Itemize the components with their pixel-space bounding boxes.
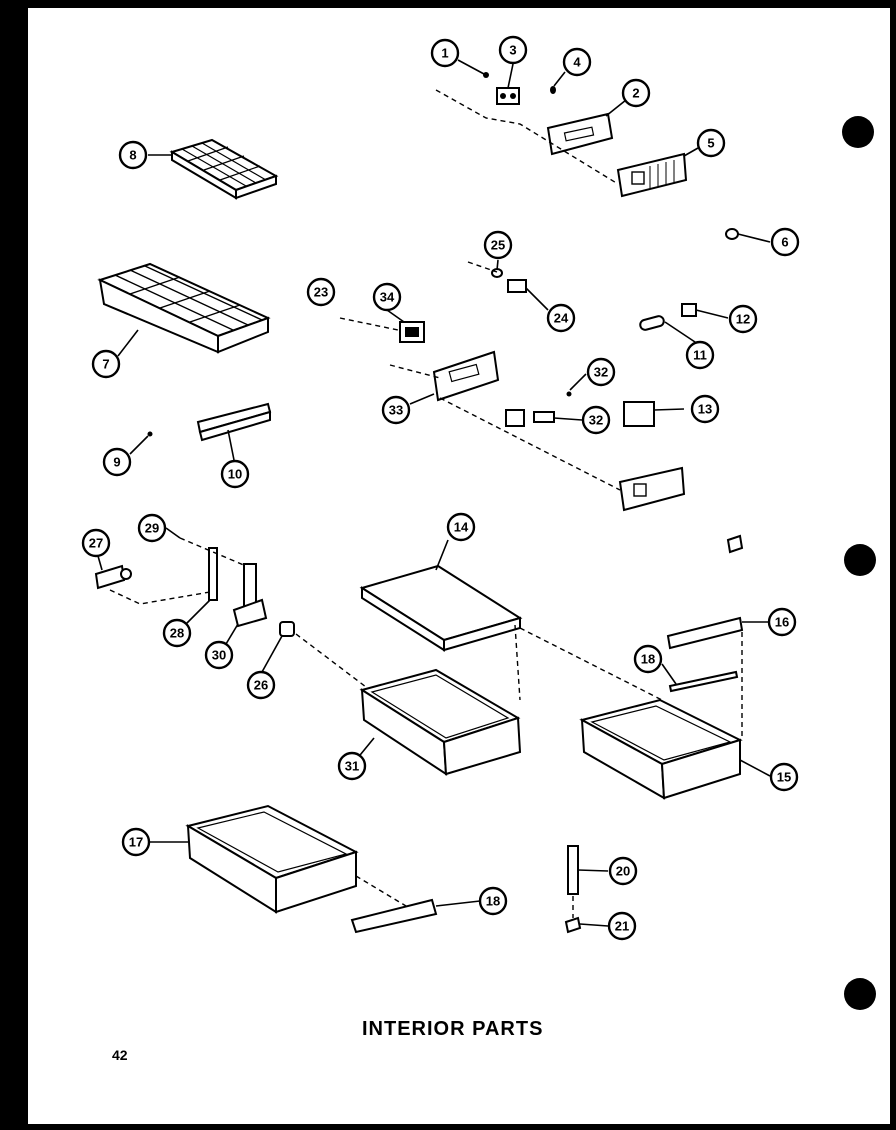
part-7-ice-rack <box>97 262 271 354</box>
svg-text:26: 26 <box>254 678 268 693</box>
callout-8: 8 <box>118 140 148 170</box>
svg-text:24: 24 <box>554 311 569 326</box>
callout-12: 12 <box>728 304 758 334</box>
svg-text:16: 16 <box>775 615 789 630</box>
callout-27: 28 <box>162 618 192 648</box>
part-30-pan <box>359 668 522 776</box>
callout-18b: 18 <box>478 886 508 916</box>
part-18-handle <box>350 898 438 934</box>
middle-assembly <box>339 261 697 512</box>
binder-hole-middle <box>844 544 876 576</box>
part-18-strip <box>668 670 739 693</box>
page-title: INTERIOR PARTS <box>362 1018 544 1040</box>
dash-guide <box>355 875 407 907</box>
svg-text:30: 30 <box>212 648 226 663</box>
part-bottom-knob <box>726 534 744 554</box>
callout-21: 21 <box>607 911 637 941</box>
svg-text:33: 33 <box>389 403 403 418</box>
callout-1: 1 <box>430 38 460 68</box>
callout-3: 3 <box>498 35 528 65</box>
part-17-pan <box>185 804 359 914</box>
svg-text:29: 29 <box>145 521 159 536</box>
callout-28: 29 <box>137 513 167 543</box>
svg-text:25: 25 <box>491 238 505 253</box>
svg-text:6: 6 <box>781 235 788 250</box>
callout-9: 9 <box>102 447 132 477</box>
callout-17: 17 <box>121 827 151 857</box>
callout-33: 33 <box>381 395 411 425</box>
svg-text:2: 2 <box>632 86 639 101</box>
callout-31: 32 <box>586 357 616 387</box>
svg-text:10: 10 <box>228 467 242 482</box>
svg-text:17: 17 <box>129 835 143 850</box>
part-9-screw <box>147 431 153 437</box>
svg-text:18: 18 <box>641 652 655 667</box>
part-16-handle <box>666 616 744 650</box>
svg-text:34: 34 <box>380 290 395 305</box>
callout-11: 11 <box>685 340 715 370</box>
svg-text:18: 18 <box>486 894 500 909</box>
svg-text:12: 12 <box>736 312 750 327</box>
binder-hole-bottom <box>844 978 876 1010</box>
callout-25: 26 <box>246 670 276 700</box>
svg-text:1: 1 <box>441 46 448 61</box>
svg-text:15: 15 <box>777 770 791 785</box>
part-6-knob <box>725 228 739 240</box>
svg-text:32: 32 <box>594 365 608 380</box>
svg-text:21: 21 <box>615 919 629 934</box>
svg-text:23: 23 <box>314 285 328 300</box>
dash-guide <box>514 624 521 701</box>
svg-text:28: 28 <box>170 626 184 641</box>
callout-34: 34 <box>372 282 402 312</box>
svg-text:27: 27 <box>89 536 103 551</box>
exploded-parts-diagram: 1 3 4 2 5 6 8 7 9 10 25 23 34 24 12 11 3… <box>81 35 800 941</box>
callout-23: 24 <box>546 303 576 333</box>
callout-10: 10 <box>220 459 250 489</box>
callout-6: 6 <box>770 227 800 257</box>
part-20-bar <box>567 845 579 895</box>
callout-14: 14 <box>446 512 476 542</box>
svg-text:5: 5 <box>707 136 714 151</box>
part-8-ice-tray <box>169 138 279 200</box>
callout-16: 16 <box>767 607 797 637</box>
callout-15: 15 <box>769 762 799 792</box>
callout-7: 7 <box>91 349 121 379</box>
svg-text:32: 32 <box>589 413 603 428</box>
leader-lines <box>97 59 771 927</box>
page-number: 42 <box>112 1047 128 1063</box>
svg-text:20: 20 <box>616 864 630 879</box>
callout-20: 20 <box>608 856 638 886</box>
part-10-rail <box>196 402 272 442</box>
callout-18a: 18 <box>633 644 663 674</box>
callout-32: 32 <box>581 405 611 435</box>
callout-30: 31 <box>337 751 367 781</box>
callout-26: 27 <box>81 528 111 558</box>
part-14-cover <box>359 564 523 652</box>
callout-2: 2 <box>621 78 651 108</box>
svg-text:14: 14 <box>454 520 469 535</box>
callout-22: 23 <box>306 277 336 307</box>
svg-text:4: 4 <box>573 55 581 70</box>
svg-text:3: 3 <box>509 43 516 58</box>
svg-text:31: 31 <box>345 759 359 774</box>
callout-24: 25 <box>483 230 513 260</box>
callout-5: 5 <box>696 128 726 158</box>
parts-sheet: 1 3 4 2 5 6 8 7 9 10 25 23 34 24 12 11 3… <box>28 8 890 1124</box>
callout-29: 30 <box>204 640 234 670</box>
part-21-clip <box>564 916 582 934</box>
callout-4: 4 <box>562 47 592 77</box>
svg-text:9: 9 <box>113 455 120 470</box>
left-bracket-assembly <box>94 537 371 691</box>
callout-13: 13 <box>690 394 720 424</box>
binder-hole-top <box>842 116 874 148</box>
svg-text:7: 7 <box>102 357 109 372</box>
svg-text:11: 11 <box>693 348 707 363</box>
part-15-pan <box>579 698 743 800</box>
svg-text:8: 8 <box>129 148 136 163</box>
svg-text:13: 13 <box>698 402 712 417</box>
